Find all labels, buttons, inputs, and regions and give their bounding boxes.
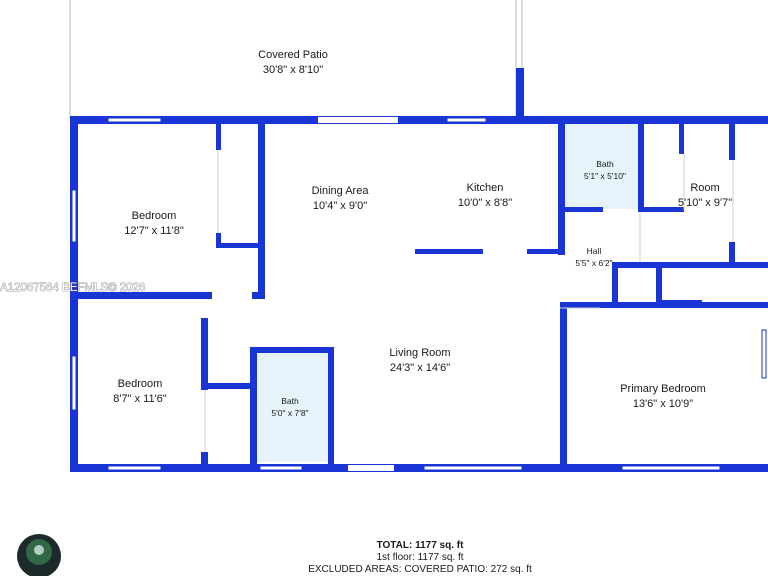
wall-room-right — [729, 120, 735, 160]
hall-dims: 5'5" x 6'2" — [575, 258, 612, 268]
wall-room-bottom-stub — [638, 207, 684, 212]
wall-hall-top — [612, 262, 768, 268]
area-summary: TOTAL: 1177 sq. ft 1st floor: 1177 sq. f… — [308, 540, 532, 575]
covered-patio-name: Covered Patio — [258, 49, 328, 61]
primary-bedroom-dims: 13'6" x 10'9" — [633, 398, 693, 410]
wall-kitchen-counter-b — [527, 249, 565, 254]
door-openings — [212, 249, 527, 300]
window-bedroom1-top — [107, 117, 162, 123]
summary-floor: 1st floor: 1177 sq. ft — [376, 552, 463, 563]
bath-1-name: Bath — [596, 159, 614, 169]
primary-bedroom-name: Primary Bedroom — [620, 383, 706, 395]
kitchen-dims: 10'0" x 8'8" — [458, 197, 512, 209]
door-kitchen-counter-gap — [483, 249, 527, 254]
living-room-name: Living Room — [389, 347, 450, 359]
bath-1-fill — [563, 124, 639, 209]
wall-kitchen-right — [558, 120, 565, 255]
wall-bath2-left — [250, 350, 257, 468]
room-name: Room — [690, 182, 719, 194]
exterior-wall-top — [70, 116, 768, 124]
bath-1-dims: 5'1" x 5'10" — [584, 171, 626, 181]
wall-closet-1-side — [216, 124, 221, 150]
bath-2-dims: 5'0" x 7'8" — [271, 408, 308, 418]
bedroom-1-dims: 12'7" x 11'8" — [124, 225, 184, 237]
wall-hall-inner — [656, 262, 662, 304]
bedroom-2-name: Bedroom — [118, 378, 163, 390]
bath-2-fill — [257, 353, 329, 462]
wall-bath2-right — [328, 347, 334, 468]
logo-center — [34, 545, 44, 555]
wall-closet-1-bottom — [216, 243, 262, 248]
interior-lines — [204, 150, 734, 452]
exterior-wall-bottom — [70, 464, 768, 472]
window-primary-right — [761, 329, 767, 379]
bedroom-1-name: Bedroom — [132, 210, 177, 222]
wall-primary-top — [560, 302, 608, 308]
room-dims: 5'10" x 9'7" — [678, 197, 732, 209]
wall-primary-left — [560, 302, 567, 472]
door-bedroom1 — [212, 292, 252, 300]
room-labels: Covered Patio 30'8" x 8'10" Bedroom 12'7… — [113, 49, 732, 418]
door-living-opening — [348, 465, 394, 471]
window-bedroom2-left — [71, 355, 77, 411]
window-bedroom2-bottom — [107, 465, 162, 471]
kitchen-name: Kitchen — [467, 182, 504, 194]
wall-bedroom2-right-a — [201, 318, 208, 390]
bedroom-2-dims: 8'7" x 11'6" — [113, 393, 166, 405]
summary-total: TOTAL: 1177 sq. ft — [377, 540, 465, 551]
dining-area-name: Dining Area — [312, 185, 370, 197]
wall-bath1-bottom — [563, 207, 603, 212]
dining-area-dims: 10'4" x 9'0" — [313, 200, 367, 212]
summary-excluded: EXCLUDED AREAS: COVERED PATIO: 272 sq. f… — [308, 564, 532, 575]
wall-bedroom1-right — [258, 120, 265, 298]
wall-bedroom1-bottom — [70, 292, 265, 299]
wall-primary-top-b — [608, 302, 768, 308]
wall-bath1-right — [638, 120, 644, 212]
wall-hall-left-stub — [612, 262, 618, 302]
windows — [71, 117, 767, 471]
window-dining-opening — [318, 117, 398, 123]
living-room-dims: 24'3" x 14'6" — [390, 362, 450, 374]
wall-bath2-top — [250, 347, 334, 353]
window-kitchen-top — [446, 117, 487, 123]
hall-name: Hall — [587, 246, 602, 256]
wall-kitchen-counter — [415, 249, 483, 254]
window-primary-bottom — [621, 465, 721, 471]
wall-room-left-stub — [679, 124, 684, 154]
wall-closet-1-side-b — [216, 233, 221, 245]
window-living-bottom — [423, 465, 523, 471]
window-bath2-bottom — [259, 465, 303, 471]
walls — [70, 68, 768, 472]
mls-watermark: A12067564 BEFMLS© 2026 — [0, 282, 145, 294]
wall-room-right-b — [729, 242, 735, 267]
bath-2-name: Bath — [281, 396, 299, 406]
wall-closet-2-bottom — [201, 383, 255, 389]
company-logo — [17, 534, 61, 576]
patio-post-wall — [516, 68, 524, 118]
wall-bedroom2-right-b — [201, 452, 208, 470]
window-bedroom1-left — [71, 189, 77, 243]
covered-patio-dims: 30'8" x 8'10" — [263, 64, 323, 76]
